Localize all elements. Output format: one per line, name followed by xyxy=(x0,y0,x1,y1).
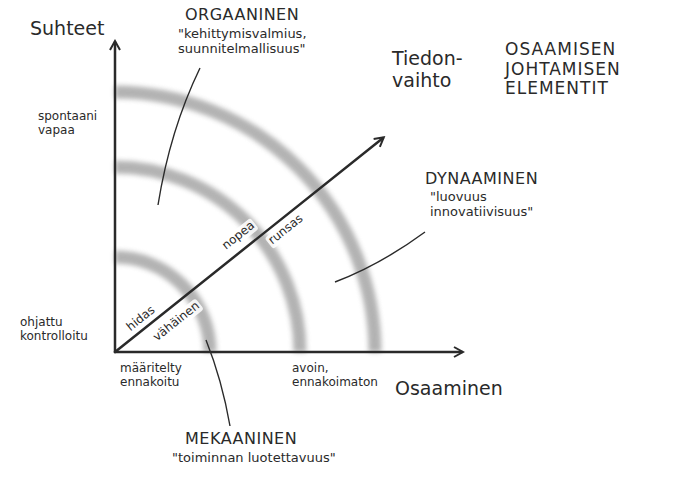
leader-line xyxy=(335,232,425,282)
leader-lines xyxy=(158,68,425,426)
axis-start-label: määritelty ennakoitu xyxy=(120,362,200,390)
region-name: ORGAANINEN xyxy=(185,6,299,24)
x-axis xyxy=(115,351,462,354)
outer-arc xyxy=(115,92,375,352)
middle-arc xyxy=(115,167,300,352)
region-arcs xyxy=(115,92,375,352)
axis-label: Tiedon- vaihto xyxy=(392,48,482,92)
leader-line xyxy=(206,340,230,426)
axis-label: Osaaminen xyxy=(395,378,503,400)
leader-line xyxy=(158,68,200,205)
region-description: "kehittymisvalmius, suunnitelmallisuus" xyxy=(178,27,378,57)
region-description: "luovuus innovatiivisuus" xyxy=(430,190,570,220)
axis-start-label: ohjattu kontrolloitu xyxy=(20,316,110,344)
y-axis xyxy=(114,42,117,352)
region-name: DYNAAMINEN xyxy=(425,170,538,188)
axis-end-label: spontaani vapaa xyxy=(38,110,110,138)
region-description: "toiminnan luotettavuus" xyxy=(172,451,412,466)
axis-end-label: avoin, ennakoimaton xyxy=(292,362,392,390)
region-name: MEKAANINEN xyxy=(185,430,297,448)
diagonal-axis xyxy=(115,138,383,352)
diagram-title: OSAAMISEN JOHTAMISEN ELEMENTIT xyxy=(505,40,665,99)
axis-start-label: vähäinen xyxy=(150,298,205,346)
axis-label: Suhteet xyxy=(30,18,104,40)
inner-arc xyxy=(115,257,210,352)
